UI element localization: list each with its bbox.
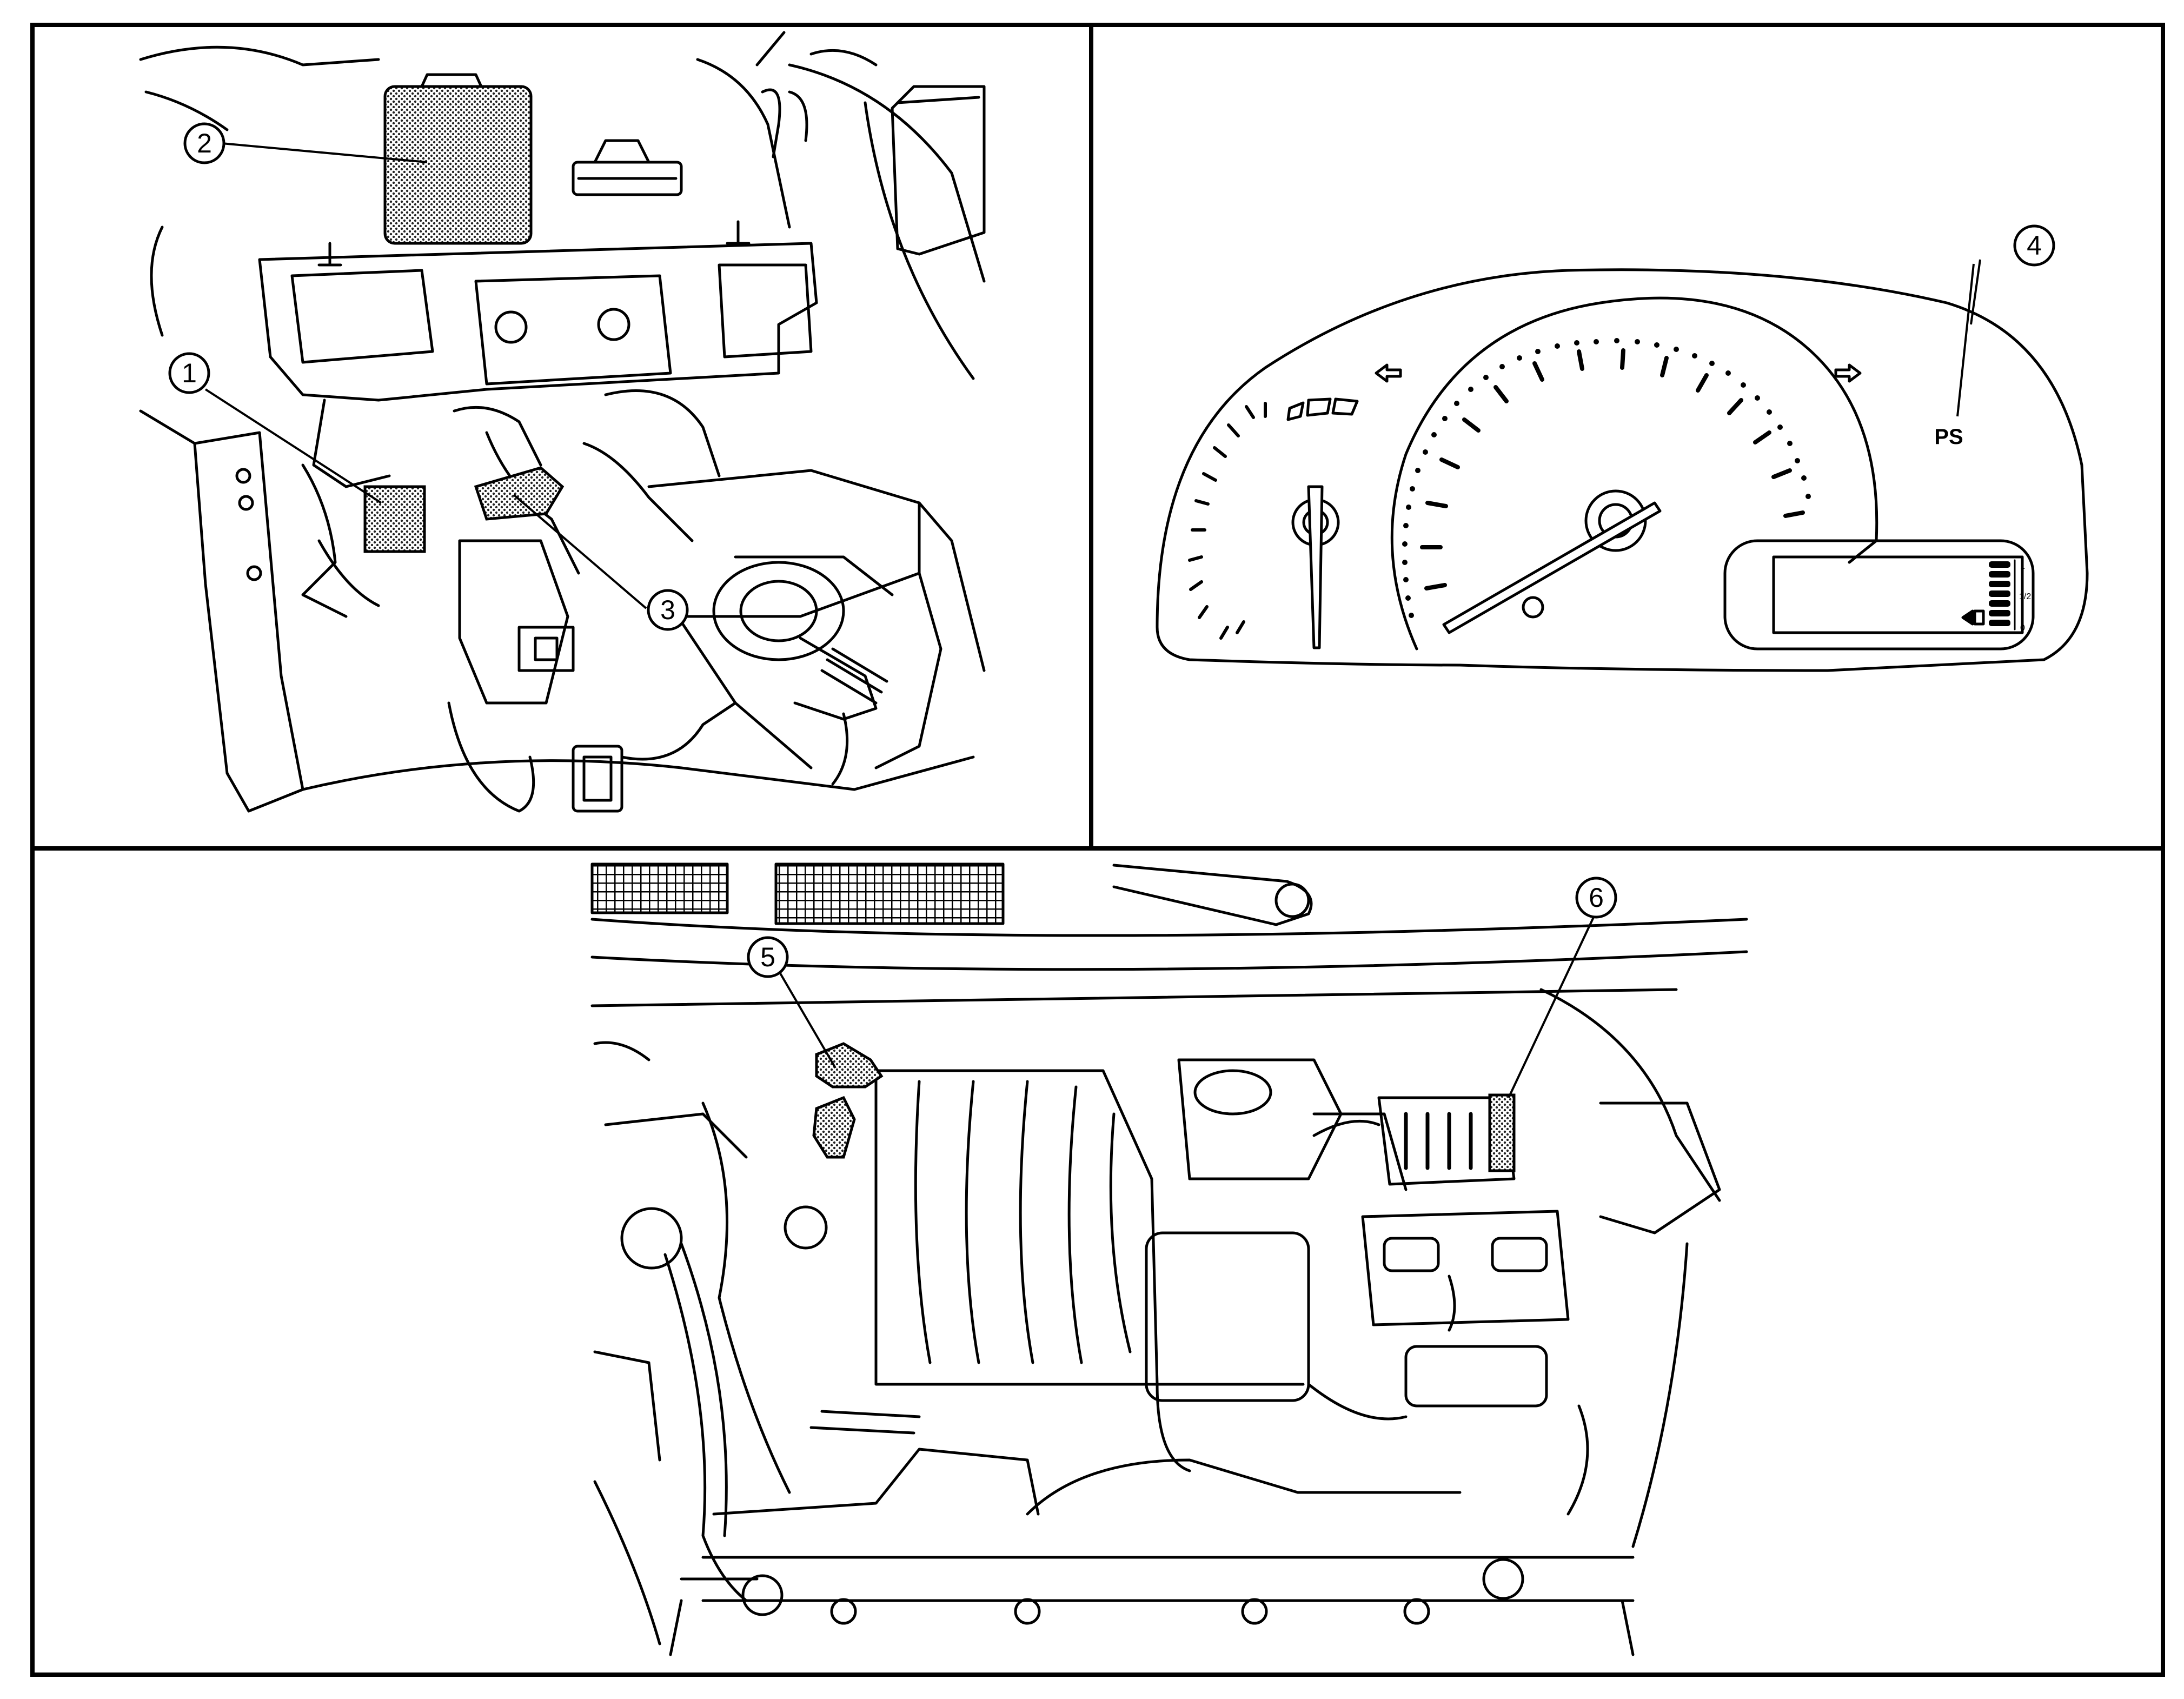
callout-1: 1 (168, 352, 210, 394)
meter-cluster-outline (1156, 268, 2089, 672)
air-cleaner-box (1377, 1096, 1516, 1186)
callout-5-label: 5 (760, 942, 775, 972)
left-turn-indicator-icon (1375, 363, 1402, 383)
sensor-item-5-lower (812, 1096, 856, 1159)
fuel-display-box (1723, 539, 2035, 651)
speedometer-scale (1402, 338, 1811, 618)
cowl-grille-left (590, 862, 729, 914)
fuel-gauge-full-mark: 1 (2020, 562, 2025, 571)
intake-manifold (874, 1069, 1159, 1386)
steering-column-panel (139, 31, 986, 813)
callout-2: 2 (183, 122, 225, 164)
reservoir-cap (620, 1207, 683, 1270)
combination-meter-panel (1156, 268, 2089, 672)
callout-6: 6 (1575, 877, 1617, 919)
power-steering-warning-label: PS (1934, 425, 1963, 449)
connector-item-1 (363, 485, 426, 553)
fuel-pump-icon (1961, 609, 1974, 626)
callout-3-label: 3 (660, 595, 675, 625)
sensor-item-5 (815, 1042, 884, 1089)
fuel-gauge-half-mark: 1/2 (2019, 592, 2031, 601)
callout-6-label: 6 (1589, 882, 1604, 913)
connector-item-3 (474, 466, 565, 521)
callout-4-label: 4 (2027, 230, 2042, 261)
cowl-grille-right (774, 862, 1005, 925)
fuel-gauge-empty-mark: 0 (2020, 623, 2025, 633)
speedometer-major-ticks (1420, 348, 1805, 590)
motor-housing (383, 85, 533, 245)
right-turn-indicator-icon (1834, 363, 1862, 383)
callout-3: 3 (647, 589, 689, 631)
engine-compartment-panel (590, 862, 1748, 1656)
callout-4: 4 (2013, 224, 2055, 267)
sensor-item-6 (1488, 1093, 1516, 1172)
callout-1-label: 1 (182, 358, 197, 388)
callout-2-label: 2 (197, 128, 212, 158)
callout-5: 5 (747, 936, 789, 978)
relay-box (1145, 1231, 1310, 1402)
